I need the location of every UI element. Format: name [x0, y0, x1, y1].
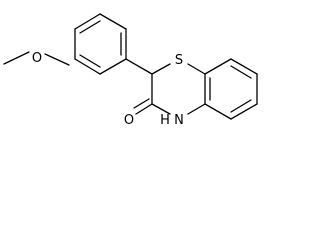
c3-nitrogen-bond — [151, 103, 171, 115]
aromatic-double-bond — [79, 54, 101, 68]
aromatic-double-bond — [79, 20, 101, 34]
aromatic-double-bond — [230, 99, 252, 113]
methyl-ether-bond — [3, 51, 30, 65]
methoxyphenyl-ring — [74, 13, 127, 75]
amide-hydrogen-label: H — [160, 113, 170, 128]
carbonyl-double-bond-inner — [133, 98, 150, 109]
carbonyl-oxygen-label: O — [124, 113, 134, 128]
fused-benzene-ring — [204, 58, 258, 120]
sulfur-label: S — [175, 53, 183, 68]
carbonyl-double-bond — [135, 103, 153, 115]
c2-sulfur-bond — [151, 63, 171, 75]
nitrogen-label: N — [174, 113, 184, 128]
ether-oxygen-label: O — [32, 51, 42, 66]
methoxy-group: O — [3, 51, 70, 66]
thiazine-ring: S N H — [151, 53, 206, 128]
ether-aryl-bond — [44, 53, 70, 66]
sulfur-c8a-bond — [187, 63, 206, 75]
carbonyl-group: O — [124, 98, 153, 128]
aryl-c2-bond — [125, 58, 153, 75]
aromatic-double-bond — [230, 65, 252, 79]
chemical-structure-diagram: O S N H O — [3, 13, 258, 128]
nitrogen-c4a-bond — [187, 103, 206, 115]
